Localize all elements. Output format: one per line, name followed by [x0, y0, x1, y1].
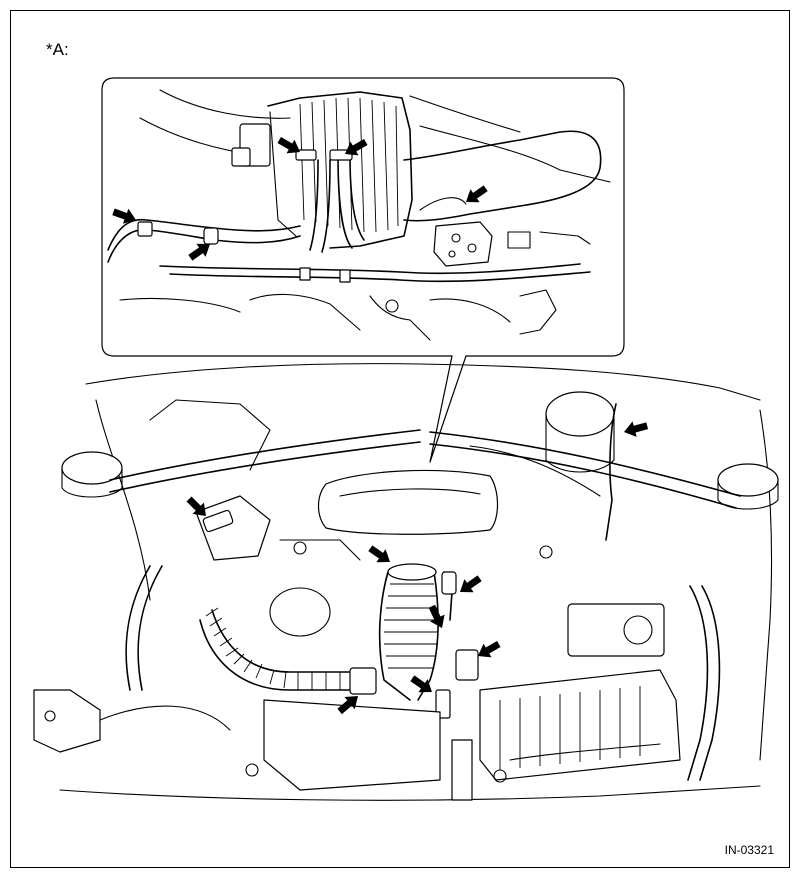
- main-engine-drawing: [33, 363, 779, 801]
- arrow-icon: [424, 602, 450, 632]
- arrow-icon: [621, 418, 650, 440]
- section-label: *A:: [46, 40, 69, 59]
- arrow-icon: [455, 571, 485, 599]
- figure-code: IN-03321: [724, 843, 774, 857]
- detail-engine-drawing: [107, 89, 611, 341]
- arrow-icon: [365, 541, 395, 569]
